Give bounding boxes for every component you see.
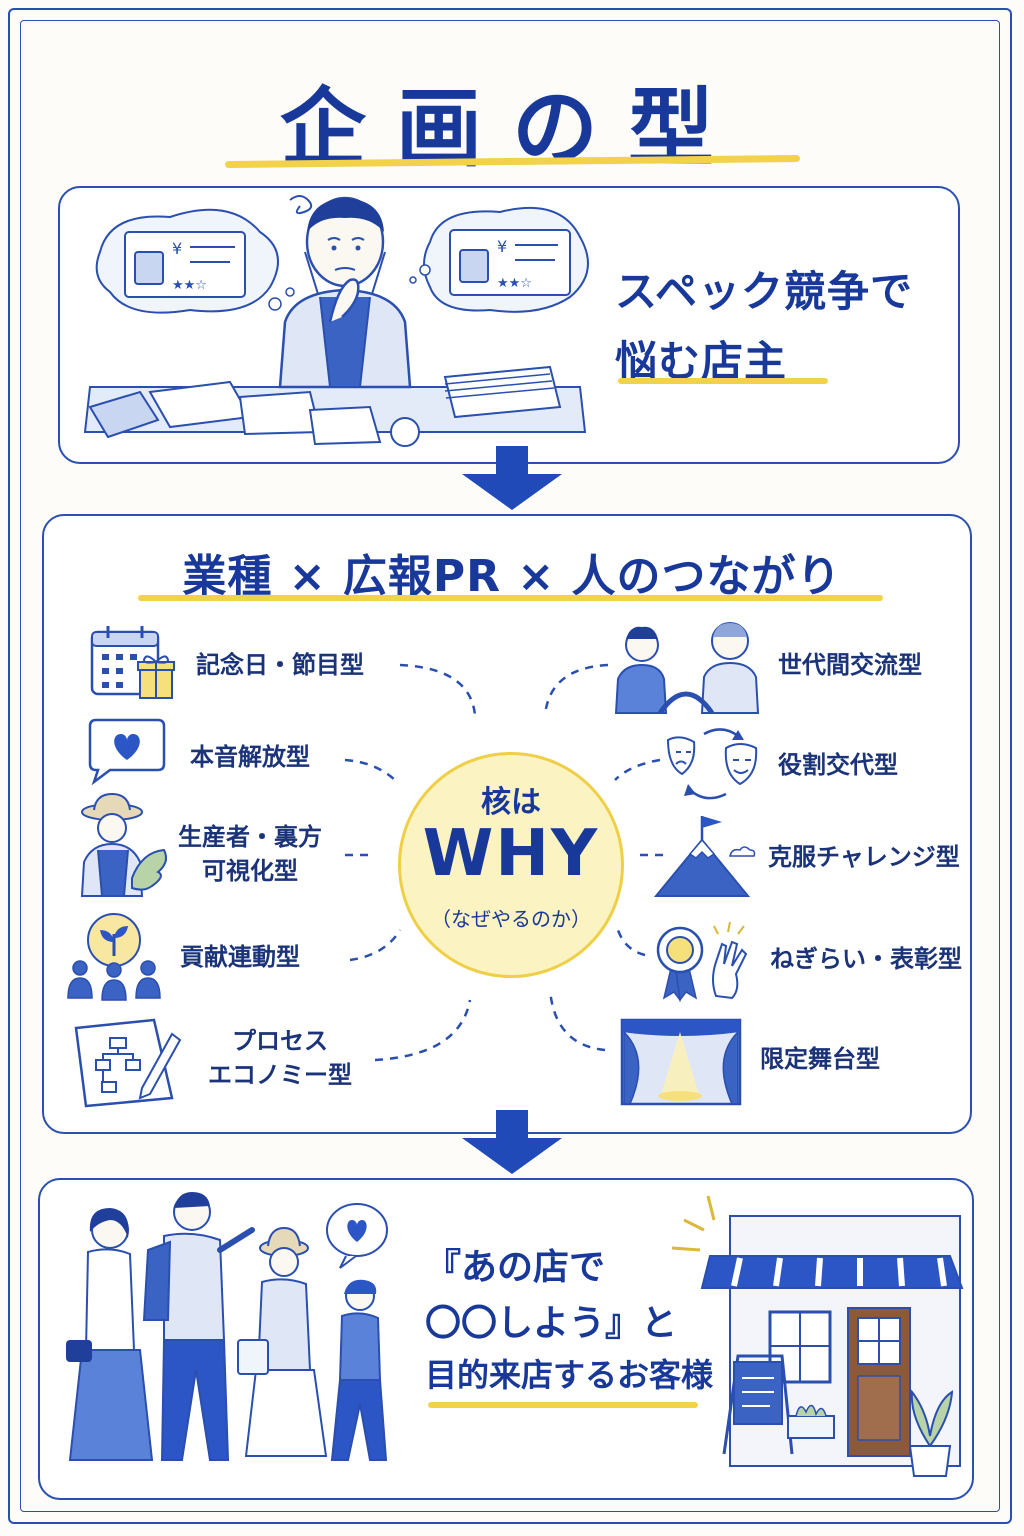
core-why-text: WHY	[422, 817, 600, 891]
type-producer-label: 生産者・裏方 可視化型	[178, 820, 322, 888]
svg-text:¥: ¥	[497, 237, 507, 256]
core-why-circle: 核は WHY （なぜやるのか）	[398, 752, 624, 978]
customer-quote-line1: 『あの店で	[425, 1247, 606, 1288]
type-process-label-line2: エコノミー型	[208, 1061, 352, 1089]
medal-applause-icon	[656, 921, 748, 1002]
sprout-community-icon	[67, 913, 161, 1001]
flowchart-pencil-icon	[74, 1018, 182, 1108]
customer-quote-line3: 目的来店するお客様	[425, 1356, 714, 1394]
type-contribution-label: 貢献連動型	[180, 943, 300, 971]
heart-speech-bubble-icon	[88, 718, 166, 786]
type-generations-label: 世代間交流型	[778, 651, 922, 679]
type-challenge-label: 克服チャレンジ型	[768, 843, 960, 871]
stage-curtain-icon	[620, 1018, 742, 1106]
type-appreciation-label: ねぎらい・表彰型	[770, 945, 962, 973]
worried-owner-illustration: ¥ ★★☆ ¥ ★★☆	[83, 195, 589, 447]
svg-text:★★☆: ★★☆	[172, 278, 207, 293]
type-process-label-line1: プロセス	[232, 1027, 328, 1055]
type-anniversary-label: 記念日・節目型	[196, 651, 364, 679]
customer-quote-underline	[428, 1402, 698, 1408]
walking-customers-illustration	[66, 1192, 388, 1461]
type-producer-label-line1: 生産者・裏方	[178, 823, 322, 851]
mountain-flag-icon	[653, 816, 756, 897]
svg-text:¥: ¥	[172, 239, 182, 258]
outer-frame	[8, 8, 1012, 1524]
type-limited-stage-label: 限定舞台型	[760, 1045, 880, 1073]
generations-bridge-icon	[614, 622, 760, 715]
planning-formula-heading: 業種 × 広報PR × 人のつながり	[182, 551, 842, 602]
shopfront-illustration	[671, 1195, 964, 1477]
owner-headline-line1: スペック競争で	[615, 267, 914, 316]
down-arrow-icon	[462, 1110, 562, 1174]
type-role-swap-label: 役割交代型	[778, 751, 898, 779]
svg-text:★★☆: ★★☆	[497, 276, 532, 291]
formula-underline	[138, 595, 883, 601]
inner-frame	[20, 20, 1000, 1512]
customer-quote-line2: 〇〇しよう』と	[425, 1303, 678, 1344]
down-arrow-icon	[462, 446, 562, 510]
farmer-icon	[80, 792, 167, 897]
type-producer-label-line2: 可視化型	[202, 857, 298, 885]
theater-masks-icon	[666, 728, 758, 800]
owner-headline-underline	[618, 378, 828, 384]
type-true-voice-label: 本音解放型	[190, 743, 310, 771]
calendar-gift-icon	[90, 626, 175, 699]
core-label: 核は	[481, 785, 541, 820]
core-why-subtitle: （なぜやるのか）	[431, 907, 591, 931]
type-process-label: プロセス エコノミー型	[208, 1024, 352, 1092]
owner-headline-line2: 悩む店主	[615, 337, 788, 386]
